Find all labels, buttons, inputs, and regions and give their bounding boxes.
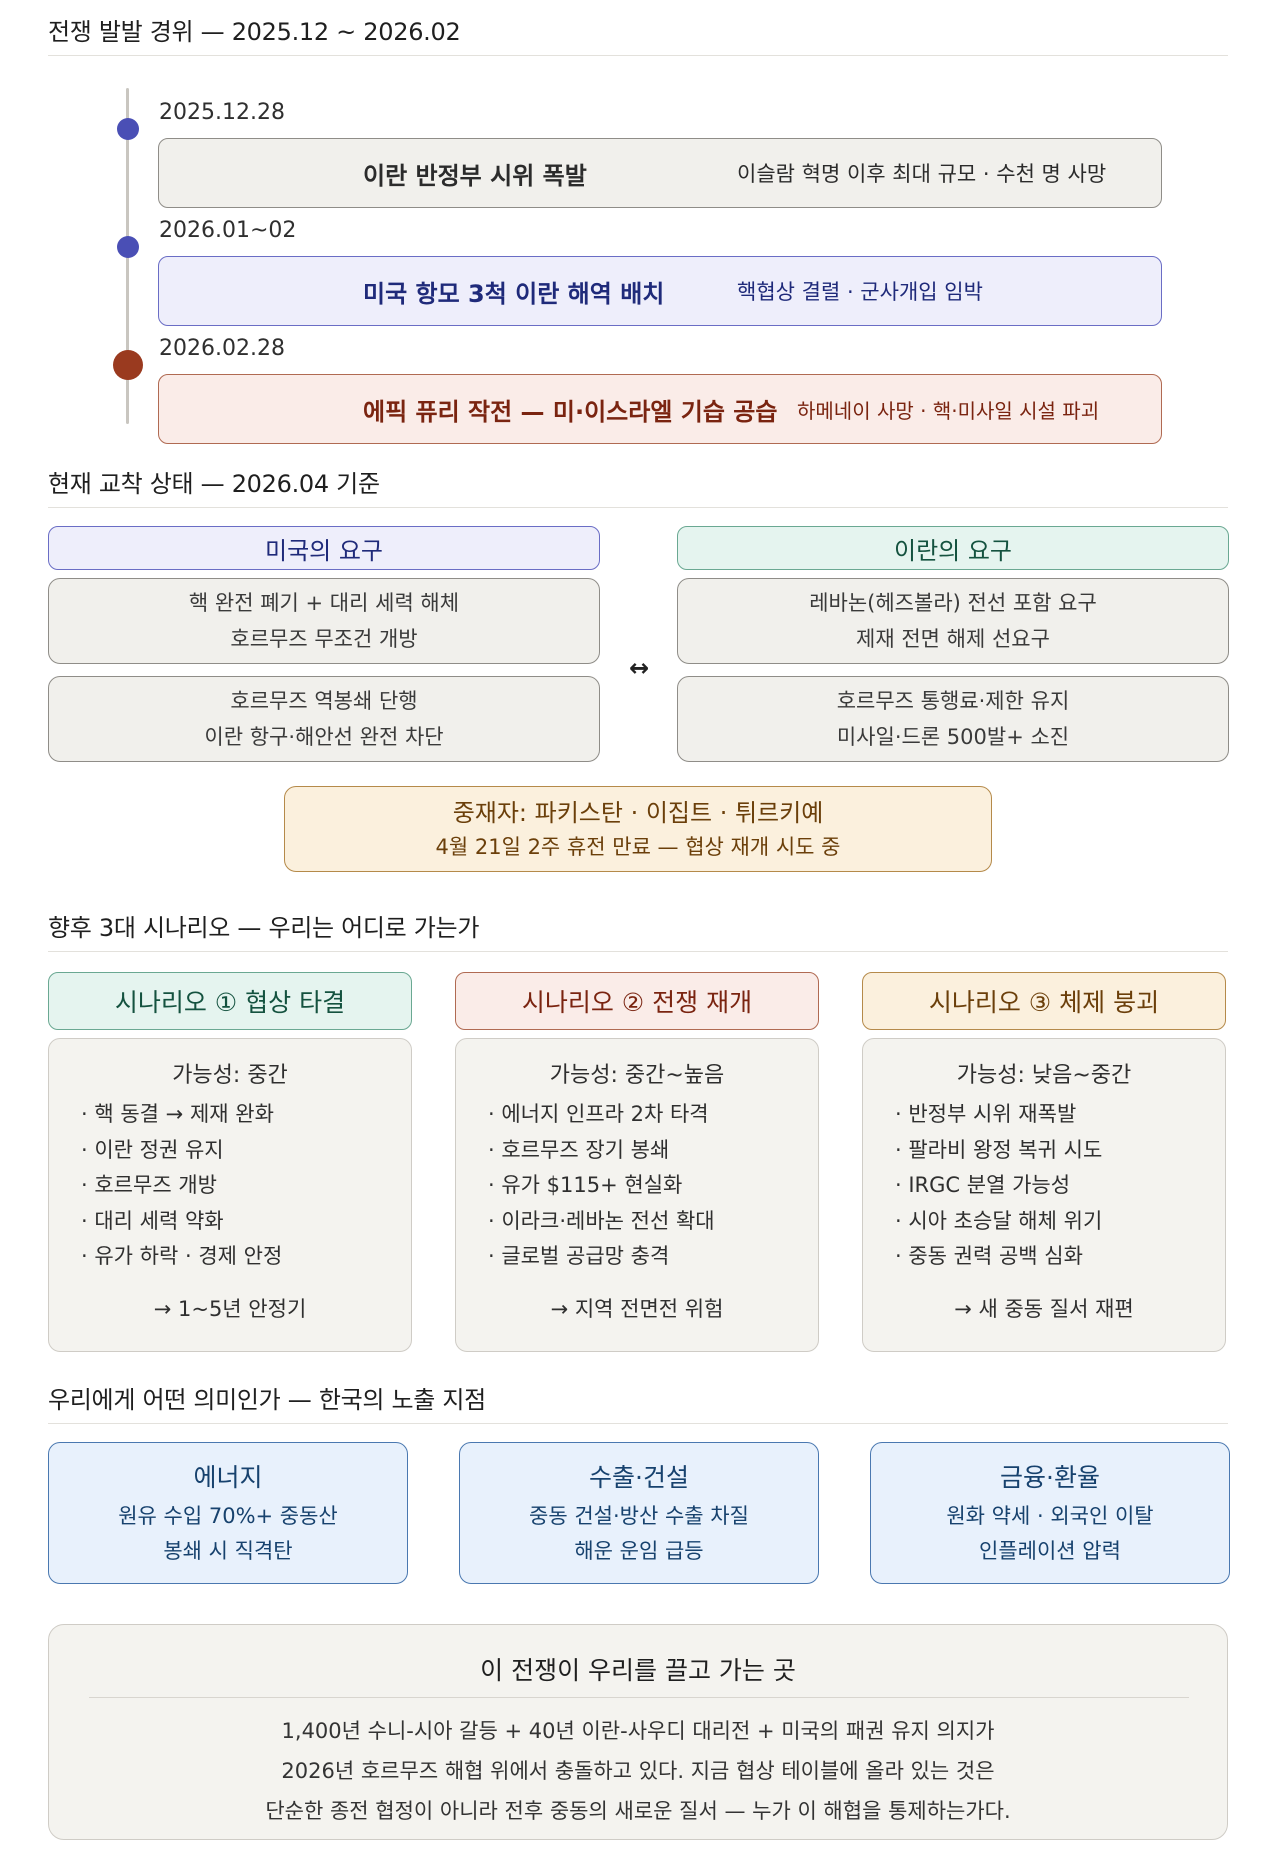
scenario-3-probability: 가능성: 낮음~중간 xyxy=(956,1063,1132,1088)
us-demand-2: 호르무즈 역봉쇄 단행 이란 항구·해안선 완전 차단 xyxy=(48,676,600,762)
scenario-1-points: 핵 동결 → 제재 완화 이란 정권 유지 호르무즈 개방 대리 세력 약화 유… xyxy=(81,1097,282,1275)
standoff-divider xyxy=(48,507,1228,508)
timeline-event-2-sub: 핵협상 결렬 · 군사개입 임박 xyxy=(737,280,983,304)
conclusion-divider xyxy=(89,1697,1189,1698)
iran-demand-2-line-1: 호르무즈 통행료·제한 유지 xyxy=(836,689,1070,713)
iran-demand-2-line-2: 미사일·드론 500발+ 소진 xyxy=(836,725,1070,749)
scenario-2-point: 글로벌 공급망 충격 xyxy=(488,1239,715,1275)
timeline-date-2: 2026.01~02 xyxy=(159,218,297,243)
conclusion-line-1: 1,400년 수니-시아 갈등 + 40년 이란-사우디 대리전 + 미국의 패… xyxy=(281,1719,995,1743)
scenario-1-card: 가능성: 중간 핵 동결 → 제재 완화 이란 정권 유지 호르무즈 개방 대리… xyxy=(48,1038,412,1352)
exposure-energy-line-2: 봉쇄 시 직격탄 xyxy=(163,1539,293,1563)
scenario-1-point: 유가 하락 · 경제 안정 xyxy=(81,1239,282,1275)
scenario-2-probability: 가능성: 중간~높음 xyxy=(549,1063,725,1088)
timeline-date-1: 2025.12.28 xyxy=(159,100,285,125)
conclusion-line-3: 단순한 종전 협정이 아니라 전후 중동의 새로운 질서 — 누가 이 해협을 … xyxy=(265,1799,1011,1823)
scenario-3-result: → 새 중동 질서 재편 xyxy=(954,1297,1134,1321)
scenario-2-point: 에너지 인프라 2차 타격 xyxy=(488,1097,715,1133)
exposure-energy-title: 에너지 xyxy=(193,1463,263,1492)
timeline-event-3-sub: 하메네이 사망 · 핵·미사일 시설 파괴 xyxy=(797,398,1100,423)
iran-demand-1-line-1: 레바논(헤즈볼라) 전선 포함 요구 xyxy=(809,591,1097,615)
exposure-export-title: 수출·건설 xyxy=(589,1463,689,1492)
conclusion-box: 이 전쟁이 우리를 끌고 가는 곳 1,400년 수니-시아 갈등 + 40년 … xyxy=(48,1624,1228,1840)
timeline-date-3: 2026.02.28 xyxy=(159,336,285,361)
timeline-event-3-main: 에픽 퓨리 작전 — 미·이스라엘 기습 공습 xyxy=(363,397,778,426)
mediator-box: 중재자: 파키스탄 · 이집트 · 튀르키예 4월 21일 2주 휴전 만료 —… xyxy=(284,786,992,872)
scenario-1-point: 이란 정권 유지 xyxy=(81,1133,282,1169)
timeline-event-1-main: 이란 반정부 시위 폭발 xyxy=(363,161,587,190)
exposure-export-line-2: 해운 운임 급등 xyxy=(574,1539,704,1563)
timeline-event-2: 미국 항모 3척 이란 해역 배치 핵협상 결렬 · 군사개입 임박 xyxy=(158,256,1162,326)
scenario-1-header: 시나리오 ① 협상 타결 xyxy=(48,972,412,1030)
mediator-sub: 4월 21일 2주 휴전 만료 — 협상 재개 시도 중 xyxy=(435,835,841,859)
exposure-export: 수출·건설 중동 건설·방산 수출 차질 해운 운임 급등 xyxy=(459,1442,819,1584)
scenarios-title: 향후 3대 시나리오 — 우리는 어디로 가는가 xyxy=(48,914,480,942)
exposure-divider xyxy=(48,1423,1228,1424)
scenario-3-card: 가능성: 낮음~중간 반정부 시위 재폭발 팔라비 왕정 복귀 시도 IRGC … xyxy=(862,1038,1226,1352)
timeline-divider xyxy=(48,55,1228,56)
scenario-2-point: 이라크·레바논 전선 확대 xyxy=(488,1204,714,1240)
scenarios-divider xyxy=(48,951,1228,952)
scenario-1-probability: 가능성: 중간 xyxy=(172,1063,288,1088)
scenario-3-header: 시나리오 ③ 체제 붕괴 xyxy=(862,972,1226,1030)
us-demand-1: 핵 완전 폐기 + 대리 세력 해체 호르무즈 무조건 개방 xyxy=(48,578,600,664)
scenario-3-point: 팔라비 왕정 복귀 시도 xyxy=(895,1133,1102,1169)
us-demand-1-line-2: 호르무즈 무조건 개방 xyxy=(230,627,418,651)
standoff-title: 현재 교착 상태 — 2026.04 기준 xyxy=(48,470,380,498)
scenario-3-point: 중동 권력 공백 심화 xyxy=(895,1239,1102,1275)
iran-demand-2: 호르무즈 통행료·제한 유지 미사일·드론 500발+ 소진 xyxy=(677,676,1229,762)
timeline-title: 전쟁 발발 경위 — 2025.12 ~ 2026.02 xyxy=(48,18,461,46)
timeline-event-3: 에픽 퓨리 작전 — 미·이스라엘 기습 공습 하메네이 사망 · 핵·미사일 … xyxy=(158,374,1162,444)
exposure-finance-line-1: 원화 약세 · 외국인 이탈 xyxy=(946,1504,1154,1528)
scenario-1-point: 호르무즈 개방 xyxy=(81,1168,282,1204)
timeline-dot-1 xyxy=(117,118,139,140)
scenario-1-point: 대리 세력 약화 xyxy=(81,1204,282,1240)
us-demands-header: 미국의 요구 xyxy=(48,526,600,570)
scenario-2-card: 가능성: 중간~높음 에너지 인프라 2차 타격 호르무즈 장기 봉쇄 유가 $… xyxy=(455,1038,819,1352)
scenario-1-point: 핵 동결 → 제재 완화 xyxy=(81,1097,282,1133)
scenario-3-points: 반정부 시위 재폭발 팔라비 왕정 복귀 시도 IRGC 분열 가능성 시아 초… xyxy=(895,1097,1102,1275)
iran-demands-header: 이란의 요구 xyxy=(677,526,1229,570)
scenario-2-result: → 지역 전면전 위험 xyxy=(550,1297,724,1321)
iran-demand-1: 레바논(헤즈볼라) 전선 포함 요구 제재 전면 해제 선요구 xyxy=(677,578,1229,664)
exposure-title: 우리에게 어떤 의미인가 — 한국의 노출 지점 xyxy=(48,1386,486,1414)
scenario-2-header: 시나리오 ② 전쟁 재개 xyxy=(455,972,819,1030)
scenario-3-point: 반정부 시위 재폭발 xyxy=(895,1097,1102,1133)
exposure-export-line-1: 중동 건설·방산 수출 차질 xyxy=(529,1504,749,1528)
scenario-1-result: → 1~5년 안정기 xyxy=(153,1297,307,1321)
us-demand-1-line-1: 핵 완전 폐기 + 대리 세력 해체 xyxy=(188,591,460,615)
conclusion-line-2: 2026년 호르무즈 해협 위에서 충돌하고 있다. 지금 협상 테이블에 올라… xyxy=(281,1759,995,1783)
us-demand-2-line-2: 이란 항구·해안선 완전 차단 xyxy=(204,725,444,749)
exposure-finance: 금융·환율 원화 약세 · 외국인 이탈 인플레이션 압력 xyxy=(870,1442,1230,1584)
scenario-3-point: IRGC 분열 가능성 xyxy=(895,1168,1102,1204)
versus-arrow-icon: ↔ xyxy=(628,654,650,682)
exposure-finance-title: 금융·환율 xyxy=(1000,1463,1100,1492)
us-demand-2-line-1: 호르무즈 역봉쇄 단행 xyxy=(230,689,418,713)
timeline-event-2-main: 미국 항모 3척 이란 해역 배치 xyxy=(363,279,665,308)
mediator-title: 중재자: 파키스탄 · 이집트 · 튀르키예 xyxy=(452,799,824,827)
timeline-dot-3 xyxy=(113,350,143,380)
exposure-energy-line-1: 원유 수입 70%+ 중동산 xyxy=(118,1504,338,1528)
iran-demand-1-line-2: 제재 전면 해제 선요구 xyxy=(856,627,1050,651)
exposure-finance-line-2: 인플레이션 압력 xyxy=(979,1539,1121,1563)
exposure-energy: 에너지 원유 수입 70%+ 중동산 봉쇄 시 직격탄 xyxy=(48,1442,408,1584)
conclusion-text: 1,400년 수니-시아 갈등 + 40년 이란-사우디 대리전 + 미국의 패… xyxy=(49,1711,1227,1831)
timeline-event-1-sub: 이슬람 혁명 이후 최대 규모 · 수천 명 사망 xyxy=(737,162,1107,186)
scenario-3-point: 시아 초승달 해체 위기 xyxy=(895,1204,1102,1240)
scenario-2-point: 유가 $115+ 현실화 xyxy=(488,1168,715,1204)
scenario-2-points: 에너지 인프라 2차 타격 호르무즈 장기 봉쇄 유가 $115+ 현실화 이라… xyxy=(488,1097,715,1275)
scenario-2-point: 호르무즈 장기 봉쇄 xyxy=(488,1133,715,1169)
timeline-dot-2 xyxy=(117,236,139,258)
conclusion-title: 이 전쟁이 우리를 끌고 가는 곳 xyxy=(480,1656,796,1685)
timeline-event-1: 이란 반정부 시위 폭발 이슬람 혁명 이후 최대 규모 · 수천 명 사망 xyxy=(158,138,1162,208)
